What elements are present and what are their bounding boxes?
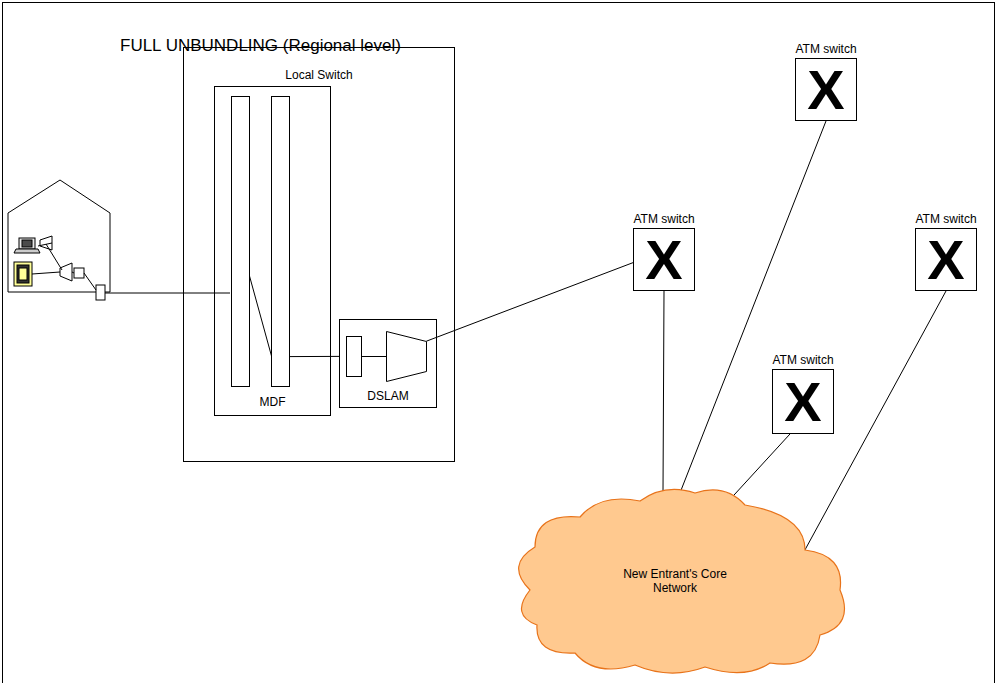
atm-switch-box: ATM switchX [915,228,977,291]
node-heading: ATM switch [633,212,694,226]
atm-switch-box: ATM switchX [633,228,695,291]
dslam-box: DSLAM [339,319,437,408]
connector-line [663,291,665,491]
connector-line [681,121,826,490]
connector-line [426,263,633,342]
switch-symbol: X [927,230,964,290]
switch-symbol: X [807,60,844,120]
subscriber-line [105,293,230,294]
node-heading: ATM switch [795,42,856,56]
atm-switch-box: ATM switchX [795,58,857,121]
node-heading: ATM switch [772,353,833,367]
local-switch-box: Local SwitchMDF DSLAM [183,47,455,462]
atm-switch-box: ATM switchX [772,369,834,434]
diagram-title: FULL UNBUNDLING (Regional level) [120,36,401,56]
core-network-cloud: New Entrant's Core Network [505,485,847,675]
mdf-frame: MDF [214,86,331,416]
switch-symbol: X [645,230,682,290]
mdf-bars [214,86,331,416]
switch-symbol: X [784,372,821,432]
node-heading: ATM switch [915,212,976,226]
node-label: DSLAM [367,389,408,403]
house-illustration [8,180,110,300]
node-label: New Entrant's Core Network [600,567,750,595]
connector-line [733,434,790,496]
node-label: Local Switch [285,68,352,82]
page-frame [3,3,995,683]
connector-line [289,356,339,357]
node-label: MDF [260,395,286,409]
